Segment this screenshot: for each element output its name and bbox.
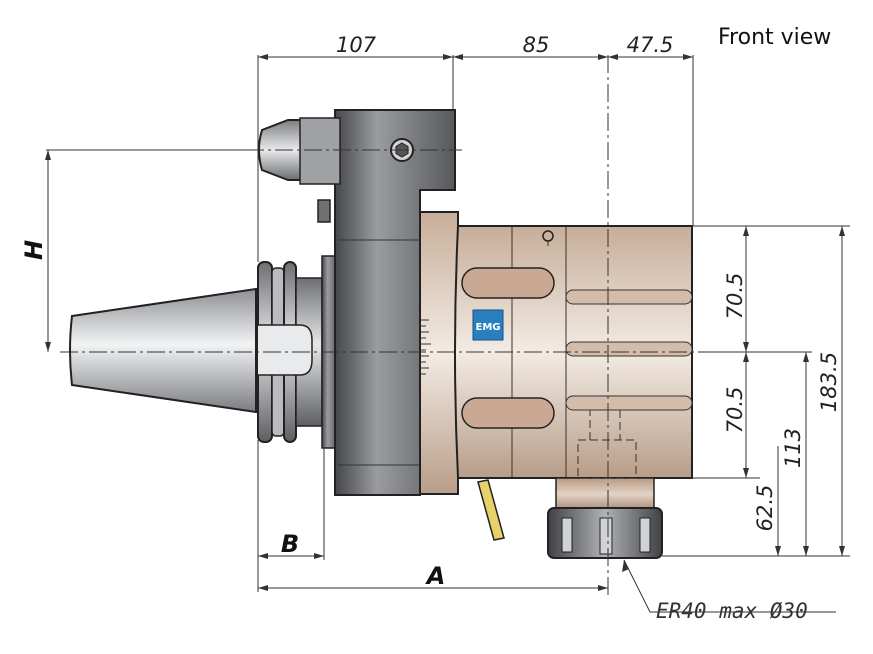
dim-right-5: 183.5	[817, 352, 841, 412]
dim-label-a: A	[425, 562, 446, 590]
stop-pin-body	[299, 117, 341, 185]
clamp-collar	[334, 109, 456, 496]
body-groove-lower	[461, 397, 555, 429]
dim-label-b: B	[281, 530, 299, 558]
dim-right-2: 70.5	[723, 387, 747, 434]
head-groove-3	[565, 395, 693, 411]
small-pin	[317, 199, 331, 223]
flange-slot	[258, 324, 313, 376]
logo-badge	[472, 309, 504, 341]
nut-slot	[561, 517, 573, 553]
dim-top-3: 47.5	[627, 33, 674, 57]
dim-top-1: 107	[336, 33, 377, 57]
nut-slot	[639, 517, 651, 553]
center-lines	[60, 55, 712, 595]
body-groove-upper	[461, 267, 555, 299]
dim-right-4: 113	[781, 428, 805, 468]
dimension-lines	[45, 54, 850, 613]
dim-label-h: H	[20, 240, 48, 260]
nut-slot	[599, 517, 613, 555]
head-groove-2	[565, 341, 693, 357]
logo-text: EMG	[476, 322, 501, 333]
head-groove-1	[565, 289, 693, 305]
internal-drive-hidden	[577, 409, 637, 479]
dim-top-2: 85	[523, 33, 550, 57]
scale-ticks	[421, 319, 431, 375]
dim-right-3: 62.5	[753, 485, 777, 532]
scale-ring	[419, 211, 459, 495]
taper-shank	[69, 287, 257, 414]
view-title: Front view	[718, 25, 831, 50]
dim-right-1: 70.5	[723, 273, 747, 320]
coolant-tube	[477, 479, 505, 541]
spindle-nose	[555, 477, 655, 511]
tool-holder-assembly: EMG	[69, 109, 693, 559]
collet-callout: ER40 max Ø30	[656, 599, 808, 623]
